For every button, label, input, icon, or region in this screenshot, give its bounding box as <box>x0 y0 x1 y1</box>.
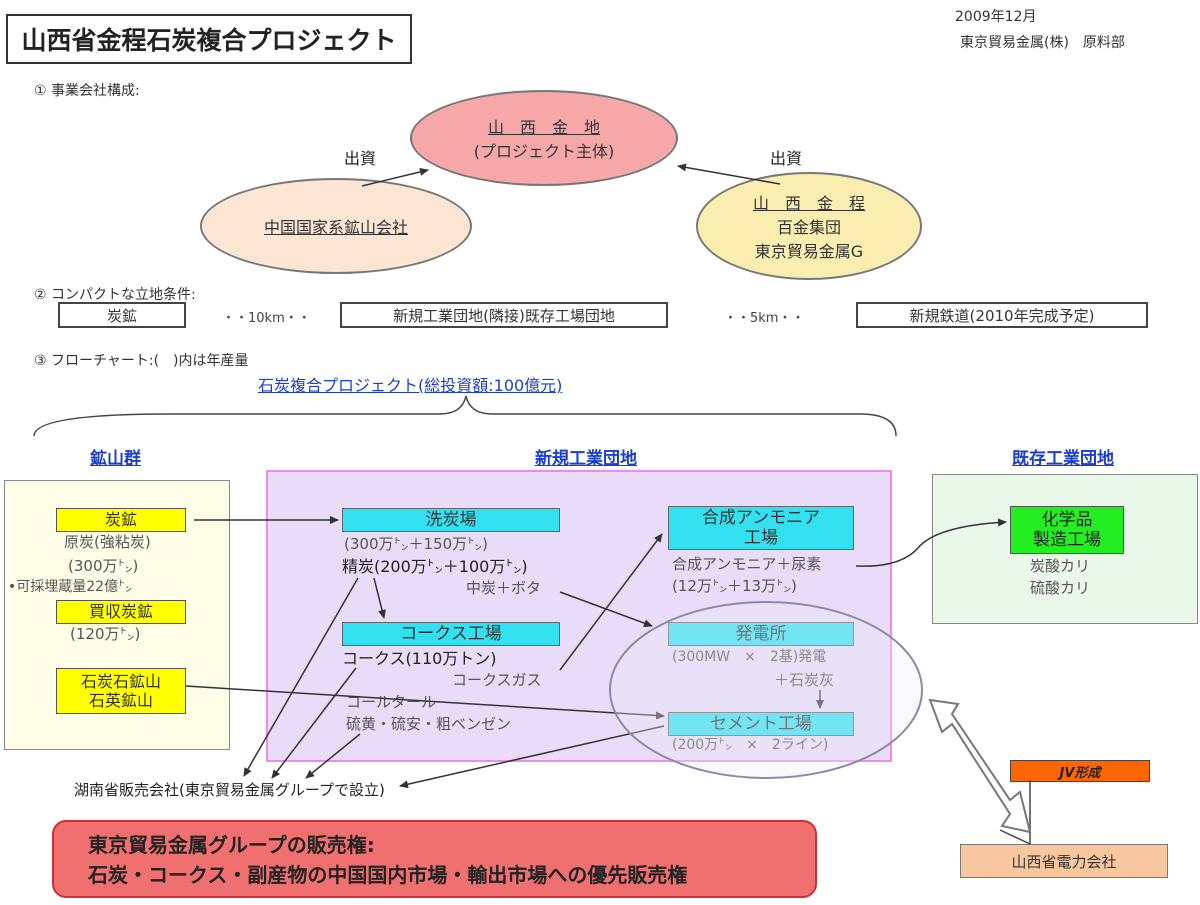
investor-jincheng-line1: 百金集団 <box>776 218 841 237</box>
acquired-mine-amount: (120万㌧) <box>70 625 141 643</box>
sales-rights-line2: 石炭・コークス・副産物の中国国内市場・輸出市場への優先販売権 <box>88 863 688 887</box>
ammonia-output: 合成アンモニア＋尿素 <box>672 555 822 573</box>
jv-line-vertical <box>999 829 1031 845</box>
investor-jincheng-node: 山 西 金 程 百金集団 東京貿易金属G <box>696 172 922 280</box>
region-mines-heading: 鉱山群 <box>90 449 141 469</box>
coke-gas-label: コークスガス <box>452 671 542 689</box>
power-plant-capacity: (300MW × 2基)発電 <box>672 648 826 668</box>
arrow-clean-to-coke <box>373 577 386 619</box>
arrow-coke-to-sales <box>271 667 357 779</box>
distance-10km: ・・10km・・ <box>222 311 311 326</box>
byproducts-label: 硫黄・硫安・粗ベンゼン <box>346 715 512 733</box>
project-entity-subtitle: (プロジェクト主体) <box>473 142 615 161</box>
arrow-clean-to-sales <box>243 577 359 777</box>
investor-state-mining-node: 中国国家系鉱山会社 <box>200 178 472 274</box>
clean-coal-output: 精炭(200万㌧＋100万㌧) <box>342 557 528 576</box>
ammonia-plant-box: 合成アンモニア 工場 <box>668 506 854 550</box>
investor-jincheng-line2: 東京貿易金属G <box>754 242 864 261</box>
jv-badge: JV形成 <box>1010 760 1150 782</box>
chemical-plant-line1: 化学品 <box>1041 509 1093 530</box>
cement-capacity: (200万㌧ × 2ライン) <box>672 736 828 756</box>
distance-5km: ・・5km・・ <box>724 311 805 326</box>
coal-mine-box: 炭鉱 <box>56 508 186 532</box>
invest-arrow-right <box>677 163 781 185</box>
potassium-sulfate-label: 硫酸カリ <box>1030 579 1091 597</box>
project-investment-label: 石炭複合プロジェクト(総投資額:100億元) <box>258 376 563 395</box>
power-plant-box: 発電所 <box>668 622 854 646</box>
limestone-mine-label: 石炭石鉱山 <box>80 671 161 691</box>
invest-left-label: 出資 <box>344 149 377 168</box>
date-label: 2009年12月 <box>955 9 1037 25</box>
location-new-railway: 新規鉄道(2010年完成予定) <box>856 302 1148 328</box>
raw-coal-label: 原炭(強粘炭) <box>64 533 151 551</box>
arrow-gas-to-ammonia <box>559 533 663 671</box>
potassium-carbonate-label: 炭酸カリ <box>1030 557 1091 575</box>
power-cement-cluster <box>609 601 923 779</box>
coal-washing-capacity: (300万㌧＋150万㌧) <box>344 535 488 553</box>
ammonia-plant-line1: 合成アンモニア <box>701 507 821 528</box>
middling-coal-label: 中炭＋ボタ <box>466 579 542 597</box>
coke-output: コークス(110万トン) <box>342 649 497 668</box>
power-company-box: 山西省電力会社 <box>960 844 1168 878</box>
limestone-quartz-mine-box: 石炭石鉱山 石英鉱山 <box>56 668 186 714</box>
region-existing-park-heading: 既存工業団地 <box>1012 449 1114 469</box>
location-coal-mine: 炭鉱 <box>58 302 186 328</box>
arrow-ammonia-to-chemical <box>855 518 1007 567</box>
ammonia-capacity: (12万㌧＋13万㌧) <box>672 577 797 595</box>
coal-ash-label: ＋石炭灰 <box>774 670 834 691</box>
quartz-mine-label: 石英鉱山 <box>88 691 153 710</box>
cement-plant-box: セメント工場 <box>668 712 854 736</box>
sales-rights-box: 東京貿易金属グループの販売権: 石炭・コークス・副産物の中国国内市場・輸出市場へ… <box>52 820 817 898</box>
section1-label: ① 事業会社構成: <box>34 83 140 99</box>
coke-plant-box: コークス工場 <box>342 622 560 646</box>
location-industrial-park: 新規工業団地(隣接)既存工場団地 <box>340 302 668 328</box>
coal-washing-box: 洗炭場 <box>342 508 560 532</box>
bidirectional-hollow-arrow <box>928 698 1032 834</box>
section2-label: ② コンパクトな立地条件: <box>34 287 196 303</box>
arrow-byproducts-to-sales <box>305 733 361 779</box>
arrow-quartz-to-cement <box>185 685 665 720</box>
page-title: 山西省金程石炭複合プロジェクト <box>6 14 412 64</box>
invest-right-label: 出資 <box>770 149 803 168</box>
raw-coal-amount: (300万㌧) <box>68 557 139 575</box>
arrow-cement-to-sales <box>399 725 665 789</box>
chemical-plant-line2: 製造工場 <box>1033 530 1101 550</box>
project-brace <box>33 395 897 437</box>
reserve-label: •可採埋蔵量22億㌧ <box>8 579 133 595</box>
region-new-park-heading: 新規工業団地 <box>535 449 637 469</box>
chemical-plant-box: 化学品 製造工場 <box>1010 506 1124 554</box>
sales-rights-line1: 東京貿易金属グループの販売権: <box>88 833 375 857</box>
section3-label: ③ フローチャート:( )内は年産量 <box>34 353 249 369</box>
investor-jincheng-title: 山 西 金 程 <box>752 194 865 213</box>
acquired-mine-box: 買収炭鉱 <box>56 600 186 624</box>
ammonia-plant-line2: 工場 <box>744 528 778 548</box>
department-label: 東京貿易金属(株) 原料部 <box>960 35 1125 51</box>
project-entity-title: 山 西 金 地 <box>487 118 600 137</box>
invest-arrow-left <box>361 167 429 187</box>
sales-company-label: 湖南省販売会社(東京貿易金属グループで設立) <box>74 781 385 799</box>
project-entity-node: 山 西 金 地 (プロジェクト主体) <box>410 90 678 186</box>
investor-state-mining-label: 中国国家系鉱山会社 <box>263 218 408 237</box>
